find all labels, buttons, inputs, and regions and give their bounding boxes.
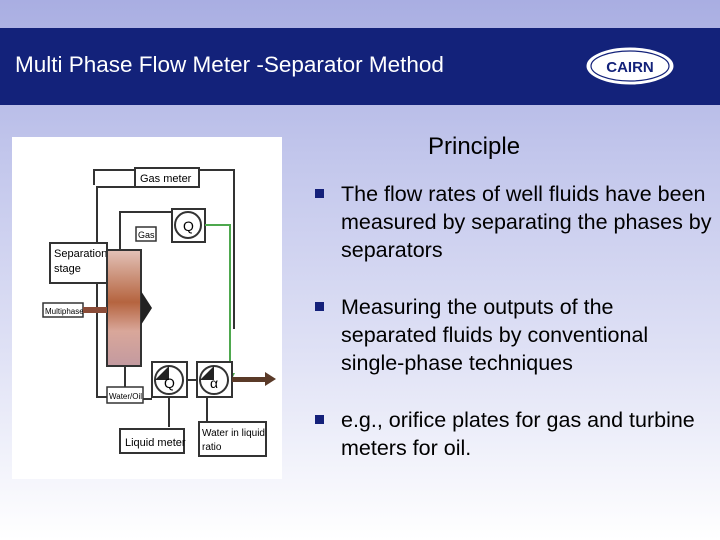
bullet-text: Measuring the outputs of the separated f… — [341, 295, 649, 375]
cairn-logo: CAIRN — [583, 44, 677, 88]
bullet-text: e.g., orifice plates for gas and turbine… — [341, 408, 695, 460]
separator-tank — [106, 249, 142, 367]
bullet-marker — [315, 189, 324, 198]
bullet-item: Measuring the outputs of the separated f… — [312, 293, 712, 377]
multiphase-label: Multiphase — [45, 307, 84, 316]
section-heading: Principle — [428, 133, 521, 160]
liquid-output-line — [232, 377, 268, 382]
bullet-item: The flow rates of well fluids have been … — [312, 180, 712, 264]
gas-flow-q-box — [171, 208, 206, 243]
liquid-q-label: Q — [164, 375, 175, 391]
water-ratio-label-1: Water in liquid — [202, 428, 265, 439]
liquid-meter-box — [119, 428, 185, 454]
liquid-meter-label: Liquid meter — [125, 437, 186, 449]
bullet-text: The flow rates of well fluids have been … — [341, 182, 712, 262]
water-ratio-label-2: ratio — [202, 442, 222, 453]
gas-q-circle — [174, 211, 202, 239]
bullet-list: The flow rates of well fluids have been … — [312, 180, 712, 491]
logo-text: CAIRN — [606, 59, 654, 76]
bullet-item: e.g., orifice plates for gas and turbine… — [312, 406, 712, 462]
multiphase-pipe — [83, 307, 107, 313]
slide-title: Multi Phase Flow Meter -Separator Method — [15, 52, 444, 77]
separation-stage-box — [49, 242, 108, 284]
gas-output-line — [205, 224, 231, 381]
separator-diagram: Gas meter Q Gas Separation stage Multiph… — [12, 137, 282, 479]
water-ratio-box — [198, 421, 267, 457]
alpha-label: α — [210, 375, 218, 391]
gas-meter-box — [134, 167, 200, 188]
separation-stage-label-1: Separation — [54, 248, 107, 260]
gas-meter-label: Gas meter — [140, 173, 192, 185]
bullet-marker — [315, 302, 324, 311]
separation-stage-label-2: stage — [54, 263, 81, 275]
bullet-marker — [315, 415, 324, 424]
water-oil-label: Water/Oil — [109, 392, 142, 401]
gas-q-label: Q — [183, 218, 194, 234]
gas-label: Gas — [138, 230, 155, 240]
